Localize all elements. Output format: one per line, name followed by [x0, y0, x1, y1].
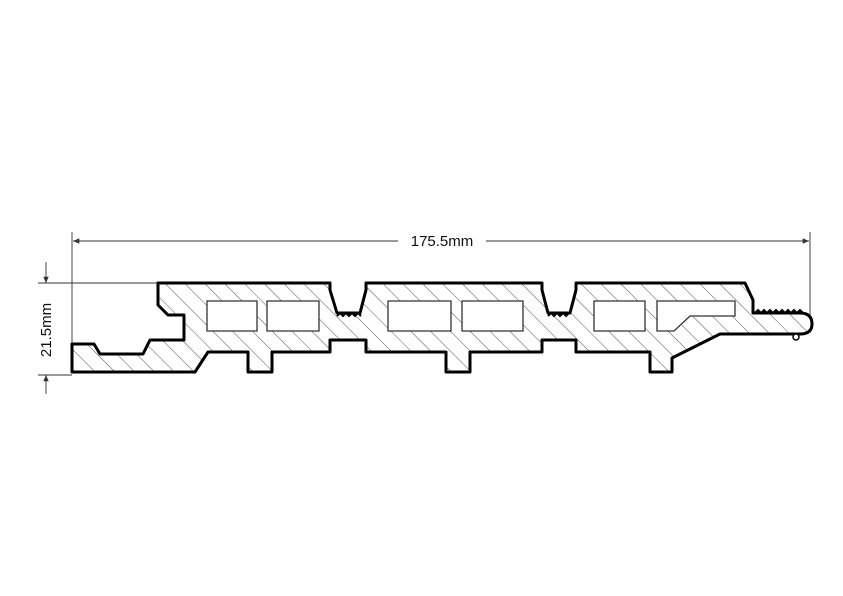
- chamber-1: [206, 300, 258, 332]
- chamber-2: [266, 300, 320, 332]
- width-label: 175.5mm: [411, 233, 474, 250]
- tongue-bead: [792, 333, 800, 341]
- height-label: 21.5mm: [38, 303, 55, 357]
- groove-serration-2: [547, 311, 570, 318]
- hollow-chambers: [206, 300, 736, 332]
- chamber-5: [593, 300, 646, 332]
- chamber-4: [461, 300, 524, 332]
- chamber-3: [387, 300, 452, 332]
- chamber-6: [656, 300, 736, 332]
- groove-serration-1: [336, 311, 362, 318]
- tongue-serration: [754, 308, 804, 315]
- width-dimension: 175.5mm: [71, 232, 811, 372]
